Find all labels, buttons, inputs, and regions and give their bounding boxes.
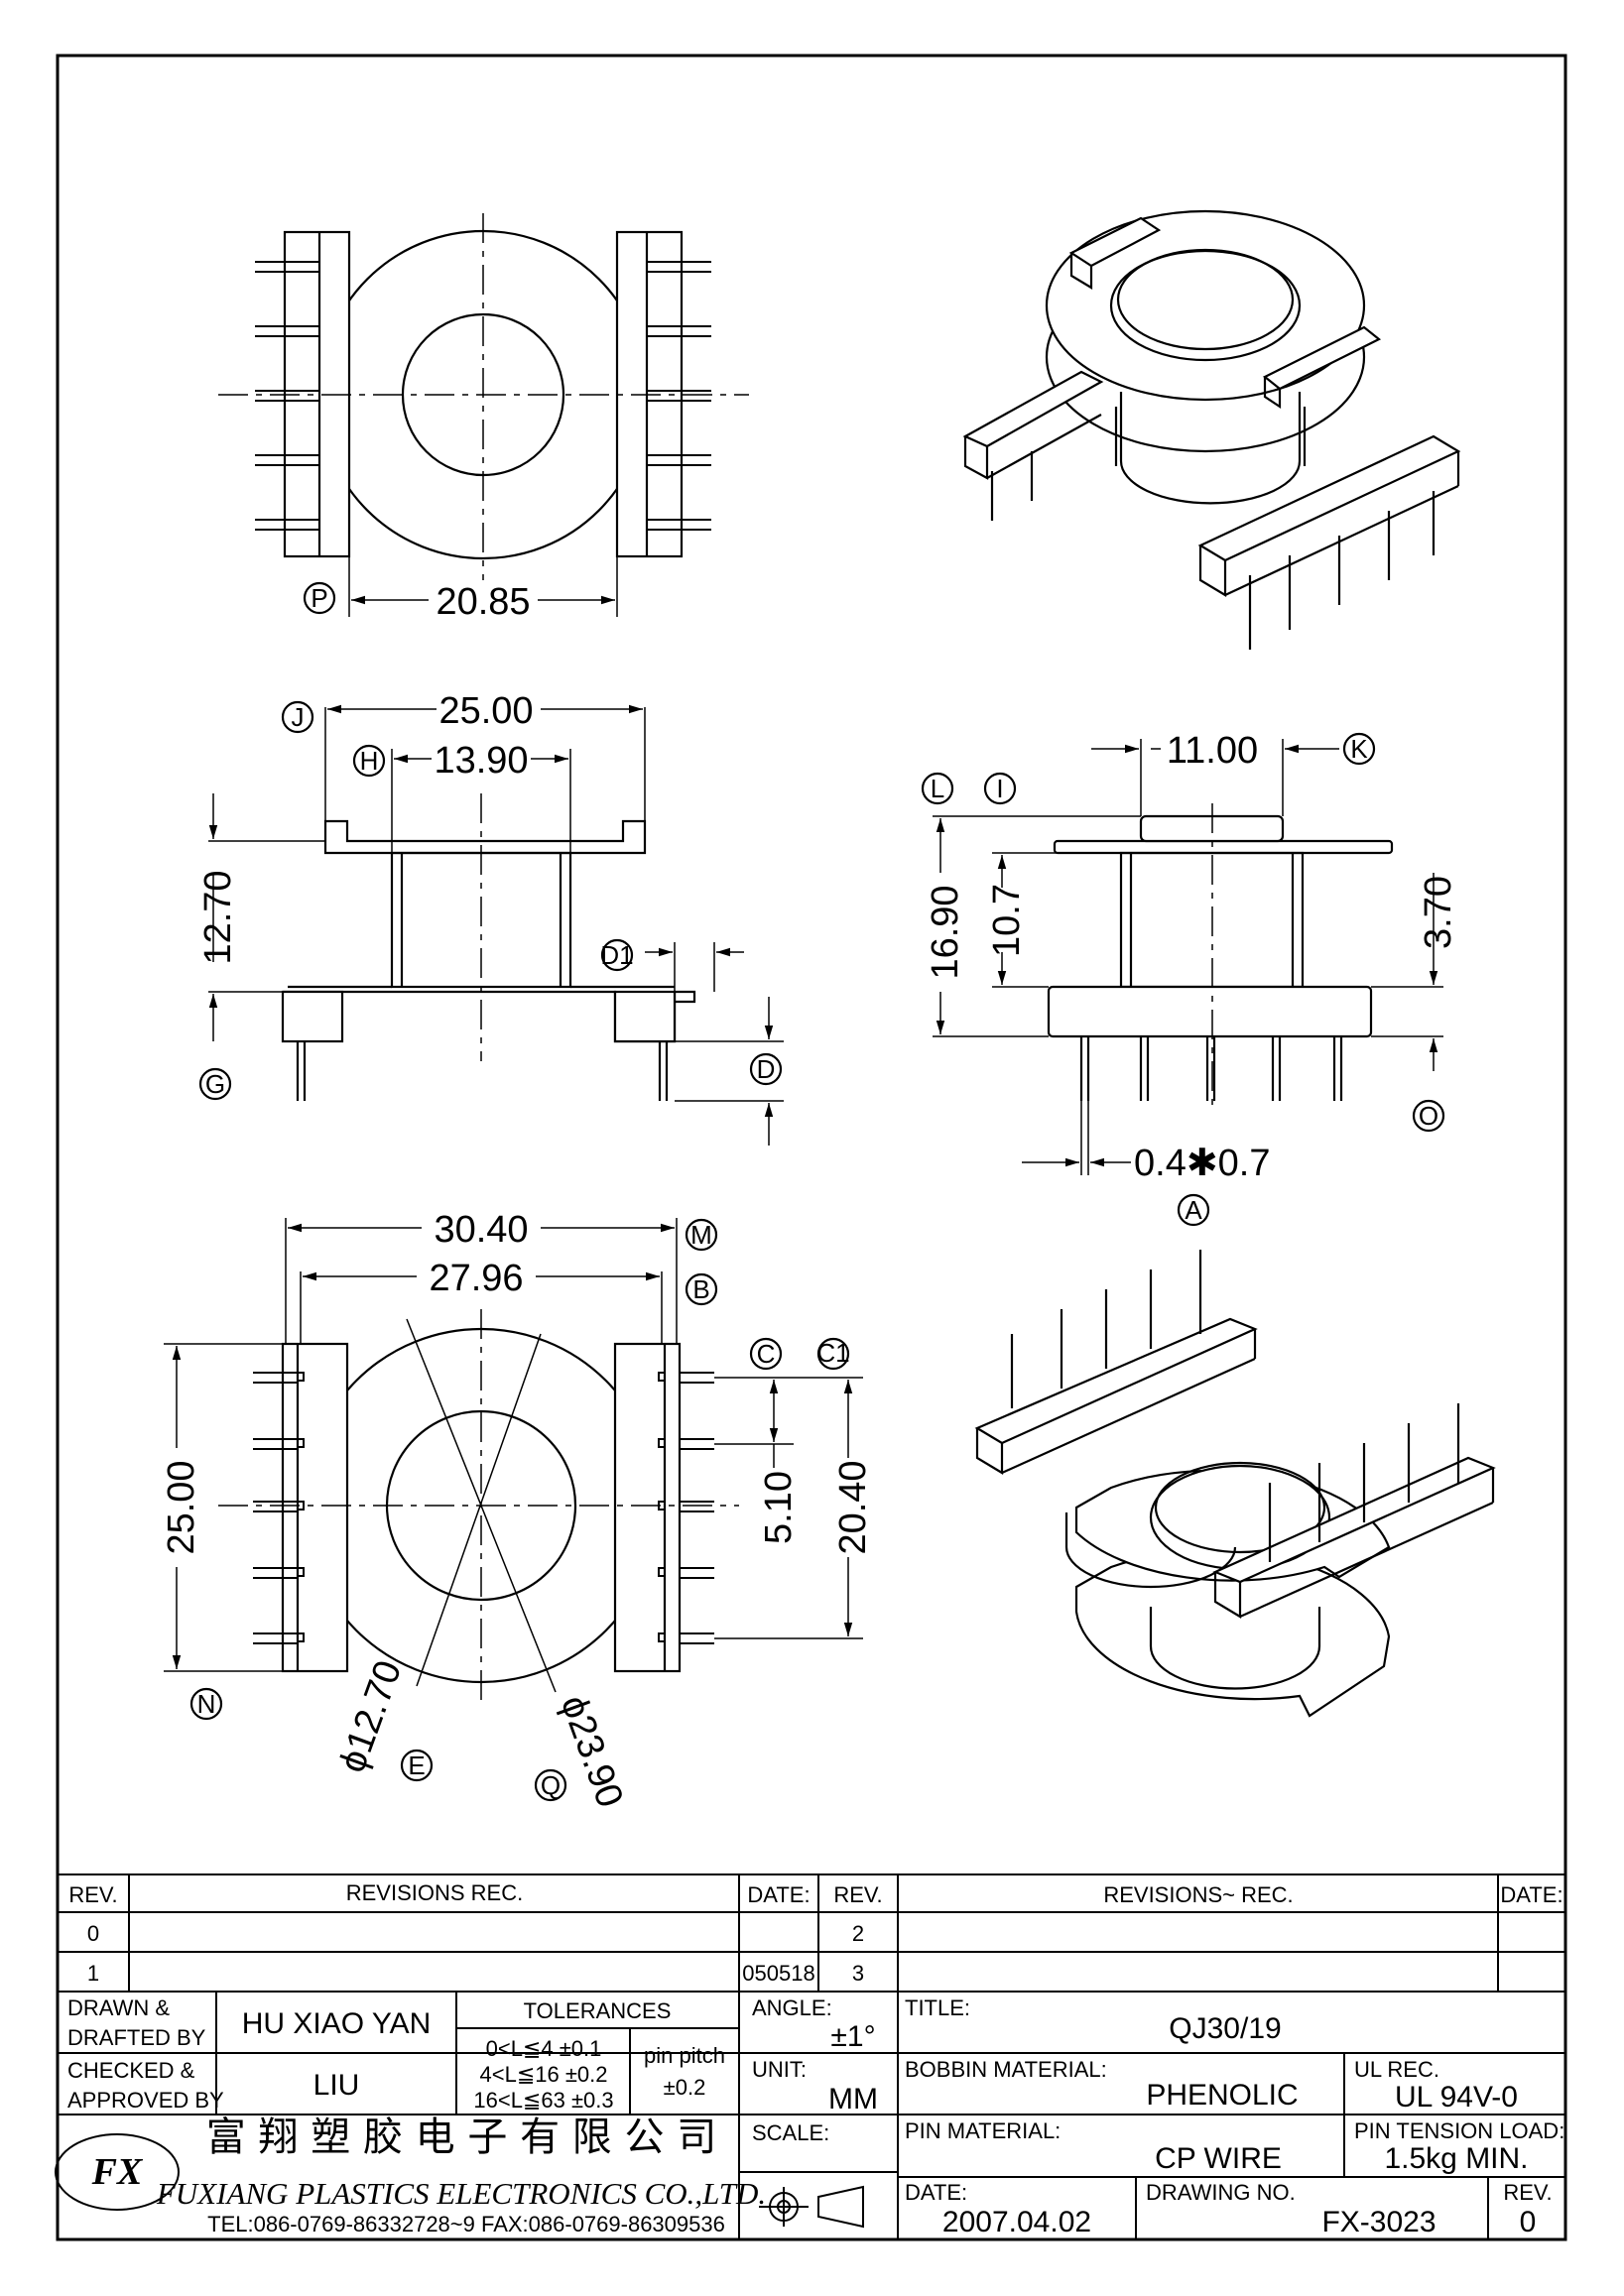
hdr-rev: REV. bbox=[68, 1882, 117, 1907]
bottom-row-span-dim: 20.40 bbox=[832, 1460, 874, 1554]
isometric-view-top bbox=[962, 209, 1461, 650]
tolerance-3: 16<L≦63 ±0.3 bbox=[473, 2088, 613, 2113]
rev-label: REV. bbox=[1503, 2180, 1552, 2205]
top-view bbox=[218, 213, 749, 617]
pin-material-label: PIN MATERIAL: bbox=[905, 2118, 1061, 2143]
company-logo bbox=[55, 2133, 180, 2211]
tolerance-2: 4<L≦16 ±0.2 bbox=[480, 2062, 608, 2087]
checked-by: LIU bbox=[313, 2069, 360, 2102]
ref-c: C bbox=[757, 1339, 776, 1369]
company-name-cn: 富 翔 塑 胶 电 子 有 限 公 司 bbox=[206, 2115, 716, 2160]
angle-value: ±1° bbox=[830, 2020, 875, 2053]
ref-k: K bbox=[1350, 734, 1368, 764]
ref-o: O bbox=[1419, 1101, 1438, 1131]
company-name-en: FUXIANG PLASTICS ELECTRONICS CO.,LTD. bbox=[156, 2176, 766, 2211]
drawn-label-2: DRAFTED BY bbox=[67, 2025, 206, 2050]
rev-value: 0 bbox=[1520, 2206, 1537, 2238]
title-label: TITLE: bbox=[905, 1995, 970, 2020]
front-height-dim: 12.70 bbox=[197, 870, 239, 964]
drawing-border bbox=[56, 54, 1567, 2241]
unit-label: UNIT: bbox=[752, 2057, 807, 2082]
ref-n: N bbox=[197, 1689, 216, 1719]
row0-rev: 0 bbox=[87, 1921, 99, 1946]
hdr-date2: DATE: bbox=[1500, 1882, 1562, 1907]
bottom-pin-pitch-dim: 5.10 bbox=[758, 1471, 800, 1544]
angle-label: ANGLE: bbox=[752, 1995, 832, 2020]
title-block bbox=[55, 1873, 1565, 2239]
checked-label-1: CHECKED & bbox=[67, 2058, 195, 2083]
ref-b: B bbox=[692, 1274, 709, 1304]
tolerance-1: 0<L≦4 ±0.1 bbox=[486, 2036, 602, 2061]
ref-c1: C1 bbox=[816, 1338, 849, 1368]
scale-label: SCALE: bbox=[752, 2120, 829, 2145]
side-total-height-dim: 16.90 bbox=[925, 885, 966, 979]
bottom-view bbox=[164, 1218, 863, 1802]
row1-rev: 1 bbox=[87, 1961, 99, 1986]
ref-d1: D1 bbox=[600, 940, 633, 970]
bobbin-material-value: PHENOLIC bbox=[1146, 2079, 1298, 2112]
row1-date: 050518 bbox=[742, 1961, 814, 1986]
hdr-date: DATE: bbox=[747, 1882, 810, 1907]
pin-tension-label: PIN TENSION LOAD: bbox=[1354, 2118, 1564, 2143]
checked-label-2: APPROVED BY bbox=[67, 2088, 224, 2113]
bottom-pin-span-dim: 27.96 bbox=[429, 1258, 523, 1299]
top-width-dim: 20.85 bbox=[436, 581, 530, 623]
side-winding-height-dim: 10.7 bbox=[986, 884, 1028, 957]
ul-value: UL 94V-0 bbox=[1395, 2081, 1518, 2114]
bottom-height-dim: 25.00 bbox=[161, 1460, 202, 1554]
side-pin-size-dim: 0.4✱0.7 bbox=[1134, 1143, 1271, 1184]
drawing-no-label: DRAWING NO. bbox=[1146, 2180, 1296, 2205]
ref-q: Q bbox=[541, 1770, 561, 1800]
ref-a: A bbox=[1185, 1195, 1202, 1225]
bobbin-material-label: BOBBIN MATERIAL: bbox=[905, 2057, 1107, 2082]
front-core-width-dim: 13.90 bbox=[434, 740, 528, 782]
logo-text: FX bbox=[91, 2151, 144, 2193]
bottom-inner-dia-dim: ϕ12.70 bbox=[331, 1655, 410, 1778]
unit-value: MM bbox=[828, 2083, 878, 2115]
ref-l: L bbox=[931, 774, 944, 803]
ref-h: H bbox=[360, 746, 379, 776]
ref-d: D bbox=[757, 1054, 776, 1084]
company-contact: TEL:086-0769-86332728~9 FAX:086-0769-863… bbox=[207, 2212, 725, 2236]
side-view bbox=[921, 732, 1445, 1227]
pin-pitch-label: pin pitch bbox=[644, 2043, 725, 2068]
title-value: QJ30/19 bbox=[1169, 2012, 1281, 2045]
ref-i: I bbox=[996, 774, 1003, 803]
row0-rev2: 2 bbox=[852, 1921, 864, 1946]
pin-tension-value: 1.5kg MIN. bbox=[1384, 2142, 1528, 2175]
hdr-revisions2: REVISIONS~ REC. bbox=[1103, 1882, 1293, 1907]
side-top-width-dim: 11.00 bbox=[1167, 730, 1258, 772]
pin-pitch-tol: ±0.2 bbox=[664, 2075, 706, 2100]
ref-j: J bbox=[292, 702, 305, 732]
hdr-rev2: REV. bbox=[833, 1882, 882, 1907]
pin-material-value: CP WIRE bbox=[1155, 2142, 1282, 2175]
ref-p: P bbox=[311, 583, 327, 613]
drawn-label-1: DRAWN & bbox=[67, 1995, 170, 2020]
hdr-revisions: REVISIONS REC. bbox=[346, 1880, 523, 1905]
ref-e: E bbox=[408, 1751, 425, 1780]
ref-m: M bbox=[690, 1220, 712, 1250]
front-view bbox=[198, 700, 784, 1146]
ul-label: UL REC. bbox=[1354, 2057, 1439, 2082]
bottom-outer-dia-dim: ϕ23.90 bbox=[553, 1690, 631, 1813]
side-base-height-dim: 3.70 bbox=[1418, 876, 1459, 949]
isometric-view-bottom bbox=[974, 1250, 1496, 1718]
front-flange-width-dim: 25.00 bbox=[438, 690, 533, 732]
date-label: DATE: bbox=[905, 2180, 967, 2205]
tolerances-label: TOLERANCES bbox=[524, 1998, 672, 2023]
date-value: 2007.04.02 bbox=[942, 2206, 1091, 2238]
row1-rev2: 3 bbox=[852, 1961, 864, 1986]
drawing-no-value: FX-3023 bbox=[1321, 2206, 1436, 2238]
ref-g: G bbox=[205, 1069, 225, 1099]
bottom-overall-width-dim: 30.40 bbox=[434, 1209, 528, 1251]
drawn-by: HU XIAO YAN bbox=[242, 2007, 432, 2040]
